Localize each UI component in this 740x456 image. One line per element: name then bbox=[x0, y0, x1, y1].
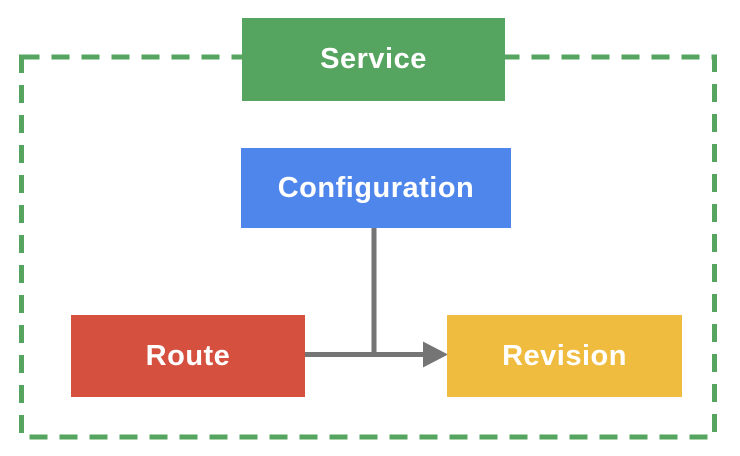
node-service: Service bbox=[242, 18, 505, 101]
arrowhead-icon bbox=[423, 341, 448, 368]
node-revision-label: Revision bbox=[502, 339, 627, 372]
node-configuration: Configuration bbox=[241, 148, 511, 228]
node-revision: Revision bbox=[447, 315, 682, 397]
node-route: Route bbox=[71, 315, 305, 397]
node-configuration-label: Configuration bbox=[277, 171, 475, 204]
node-route-label: Route bbox=[145, 339, 231, 372]
node-service-label: Service bbox=[320, 43, 427, 75]
